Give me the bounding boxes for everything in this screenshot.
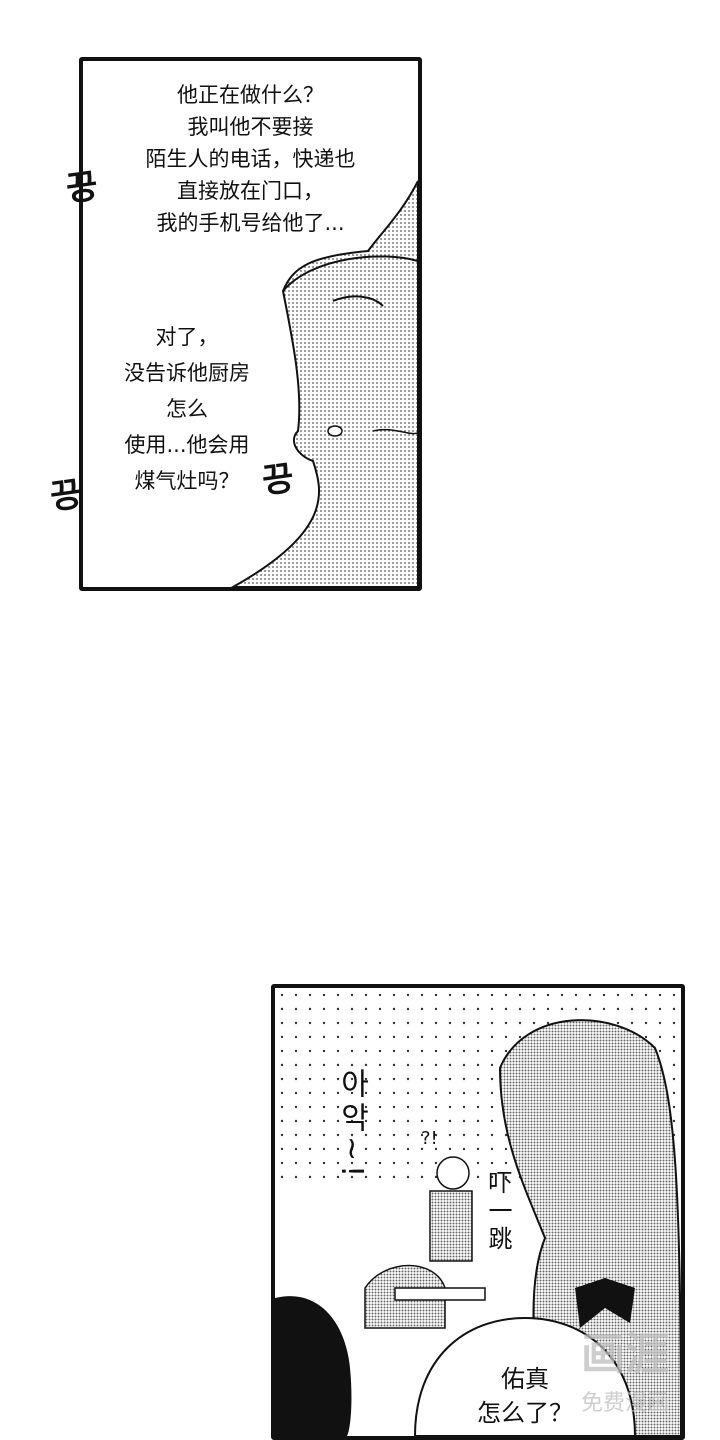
thought-line: 对了， xyxy=(155,325,219,349)
thought-text-block-2: 对了， 没告诉他厨房 怎么 使用...他会用 煤气灶吗？ xyxy=(87,319,287,499)
sound-effect: 끙 xyxy=(259,457,297,502)
sound-effect-question: ?! xyxy=(421,1128,438,1149)
thought-text-block-1: 他正在做什么？ 我叫他不要接 陌生人的电话，快递也 直接放在门口， 我的手机号给… xyxy=(83,79,418,239)
comic-panel-2: 아악~! ?! 吓一跳 佑真 怎么了？ xyxy=(271,984,685,1440)
speech-bubble-text: 佑真 怎么了？ xyxy=(465,1362,585,1430)
man-face-art xyxy=(230,180,418,587)
thought-line: 直接放在门口， xyxy=(177,179,324,203)
thought-line: 他正在做什么？ xyxy=(177,83,324,107)
comic-panel-1: 他正在做什么？ 我叫他不要接 陌生人的电话，快递也 直接放在门口， 我的手机号给… xyxy=(79,57,422,591)
thought-line: 陌生人的电话，快递也 xyxy=(145,147,356,171)
thought-line: 我叫他不要接 xyxy=(187,115,314,139)
sound-effect-scream: 아악~! xyxy=(334,1068,369,1182)
thought-line: 使用...他会用 xyxy=(124,433,250,457)
speech-line: 怎么了？ xyxy=(477,1399,573,1427)
sound-effect-startled: 吓一跳 xyxy=(484,1170,512,1254)
thought-line: 煤气灶吗？ xyxy=(134,469,240,493)
watermark-caption: 免费漫画 xyxy=(580,1391,669,1416)
thought-line: 我的手机号给他了... xyxy=(156,211,345,235)
sound-effect: 끙 xyxy=(47,473,85,518)
classroom-art xyxy=(275,988,681,1436)
sound-effect: 끙 xyxy=(63,165,101,210)
thought-line: 没告诉他厨房 xyxy=(124,361,250,385)
thought-line: 怎么 xyxy=(166,397,208,421)
watermark-logo: 画涯 xyxy=(581,1329,669,1380)
speech-line: 佑真 xyxy=(501,1365,549,1393)
